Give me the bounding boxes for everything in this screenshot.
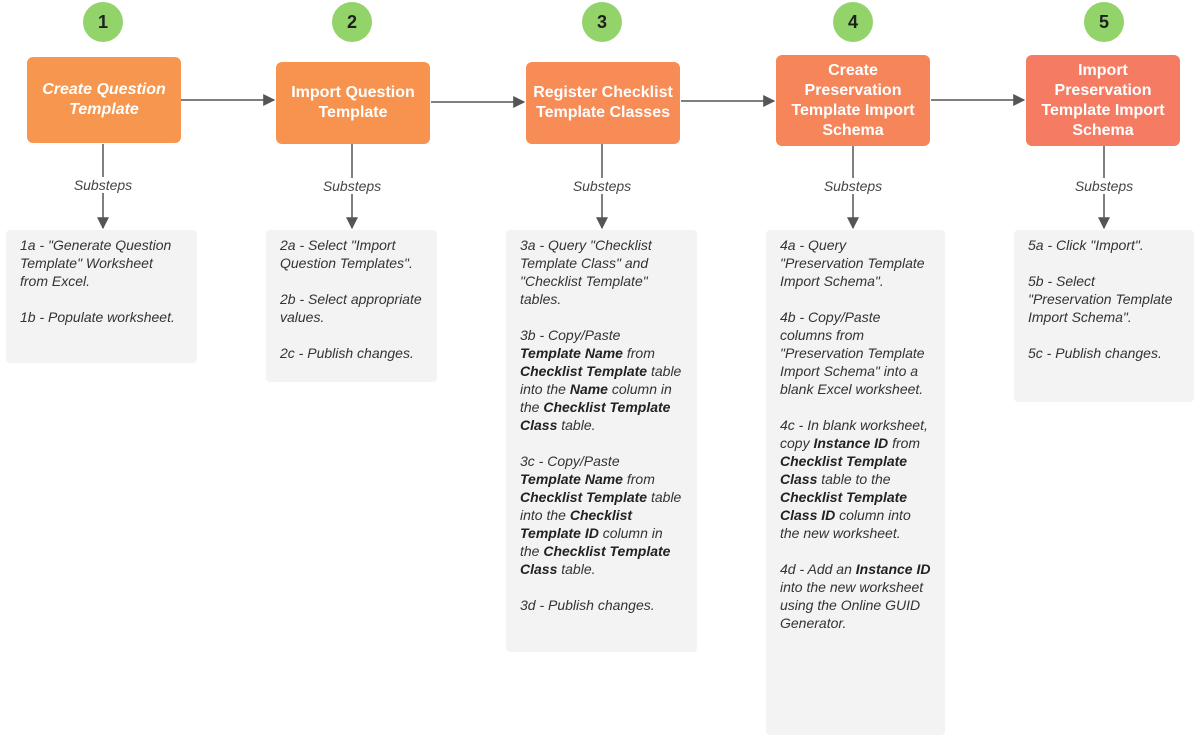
bold-term: Checklist Template ID (520, 507, 633, 541)
bold-term: Checklist Template Class (780, 453, 908, 487)
substep-3d: 3d - Publish changes. (520, 597, 655, 613)
bold-term: Checklist Template (520, 489, 648, 505)
bold-term: Checklist Template Class (520, 399, 671, 433)
substeps-panel-5: 5a - Click "Import". 5b - Select "Preser… (1014, 230, 1194, 402)
substep-5a: 5a - Click "Import". (1028, 237, 1144, 253)
bold-term: Name (569, 381, 608, 397)
substep-4b: 4b - Copy/Paste columns from "Preservati… (780, 309, 925, 397)
bold-term: Template Name (520, 471, 623, 487)
substeps-panel-1: 1a - "Generate Question Template" Worksh… (6, 230, 197, 363)
text: 4d - Add an (780, 561, 852, 577)
substeps-label-1: Substeps (43, 177, 163, 193)
substeps-label-4: Substeps (793, 178, 913, 194)
bold-term: Instance ID (855, 561, 931, 577)
substep-2b: 2b - Select appropriate values. (280, 291, 422, 325)
step-title: Create Preservation Template Import Sche… (791, 61, 915, 139)
substep-3b: 3b - Copy/Paste Template Name from Check… (520, 326, 683, 434)
text: 3b - Copy/Paste (520, 327, 621, 343)
text: table into the (520, 363, 682, 397)
step-box-import-preservation-template-import-schema: Import Preservation Template Import Sche… (1026, 55, 1180, 146)
step-title: Create Question Template (42, 81, 166, 118)
step-number-1: 1 (83, 2, 123, 42)
bold-term: Checklist Template (520, 363, 648, 379)
step-box-create-preservation-template-import-schema: Create Preservation Template Import Sche… (776, 55, 930, 146)
bold-term: Instance ID (813, 435, 889, 451)
step-number-2: 2 (332, 2, 372, 42)
substeps-panel-2: 2a - Select "Import Question Templates".… (266, 230, 437, 382)
text: column into the new worksheet. (780, 507, 911, 541)
bold-term: Checklist Template Class (520, 543, 671, 577)
text: column in the (520, 525, 663, 559)
substep-5c: 5c - Publish changes. (1028, 345, 1162, 361)
substeps-label-2: Substeps (292, 178, 412, 194)
substep-2c: 2c - Publish changes. (280, 345, 414, 361)
substep-4c: 4c - In blank worksheet, copy Instance I… (780, 416, 931, 542)
substeps-panel-4: 4a - Query "Preservation Template Import… (766, 230, 945, 735)
step-title: Import Preservation Template Import Sche… (1041, 61, 1165, 139)
text: from (626, 345, 655, 361)
text: table. (561, 417, 596, 433)
text: into the new worksheet using the Online … (780, 579, 924, 631)
step-box-create-question-template: Create Question Template (27, 57, 181, 143)
step-number-3: 3 (582, 2, 622, 42)
text: from (626, 471, 655, 487)
substep-3c: 3c - Copy/Paste Template Name from Check… (520, 452, 683, 578)
substep-5b: 5b - Select "Preservation Template Impor… (1028, 273, 1173, 325)
substep-2a: 2a - Select "Import Question Templates". (280, 237, 413, 271)
substep-3a: 3a - Query "Checklist Template Class" an… (520, 237, 652, 307)
substeps-panel-3: 3a - Query "Checklist Template Class" an… (506, 230, 697, 652)
step-box-import-question-template: Import Question Template (276, 62, 430, 144)
text: table. (561, 561, 596, 577)
substeps-label-5: Substeps (1044, 178, 1164, 194)
text: table into the (520, 489, 682, 523)
step-title: Import Question Template (291, 84, 415, 121)
step-title: Register Checklist Template Classes (533, 84, 673, 121)
text: 4c - In blank worksheet, copy (780, 417, 928, 451)
substeps-label-3: Substeps (542, 178, 662, 194)
bold-term: Template Name (520, 345, 623, 361)
text: 3c - Copy/Paste (520, 453, 620, 469)
substep-1b: 1b - Populate worksheet. (20, 309, 175, 325)
step-box-register-checklist-template-classes: Register Checklist Template Classes (526, 62, 680, 144)
substep-1a: 1a - "Generate Question Template" Worksh… (20, 237, 172, 289)
step-number-5: 5 (1084, 2, 1124, 42)
substep-4a: 4a - Query "Preservation Template Import… (780, 237, 925, 289)
step-number-4: 4 (833, 2, 873, 42)
text: column in the (520, 381, 672, 415)
substep-4d: 4d - Add an Instance ID into the new wor… (780, 560, 931, 632)
text: from (892, 435, 921, 451)
bold-term: Checklist Template Class ID (780, 489, 908, 523)
text: table to the (821, 471, 891, 487)
